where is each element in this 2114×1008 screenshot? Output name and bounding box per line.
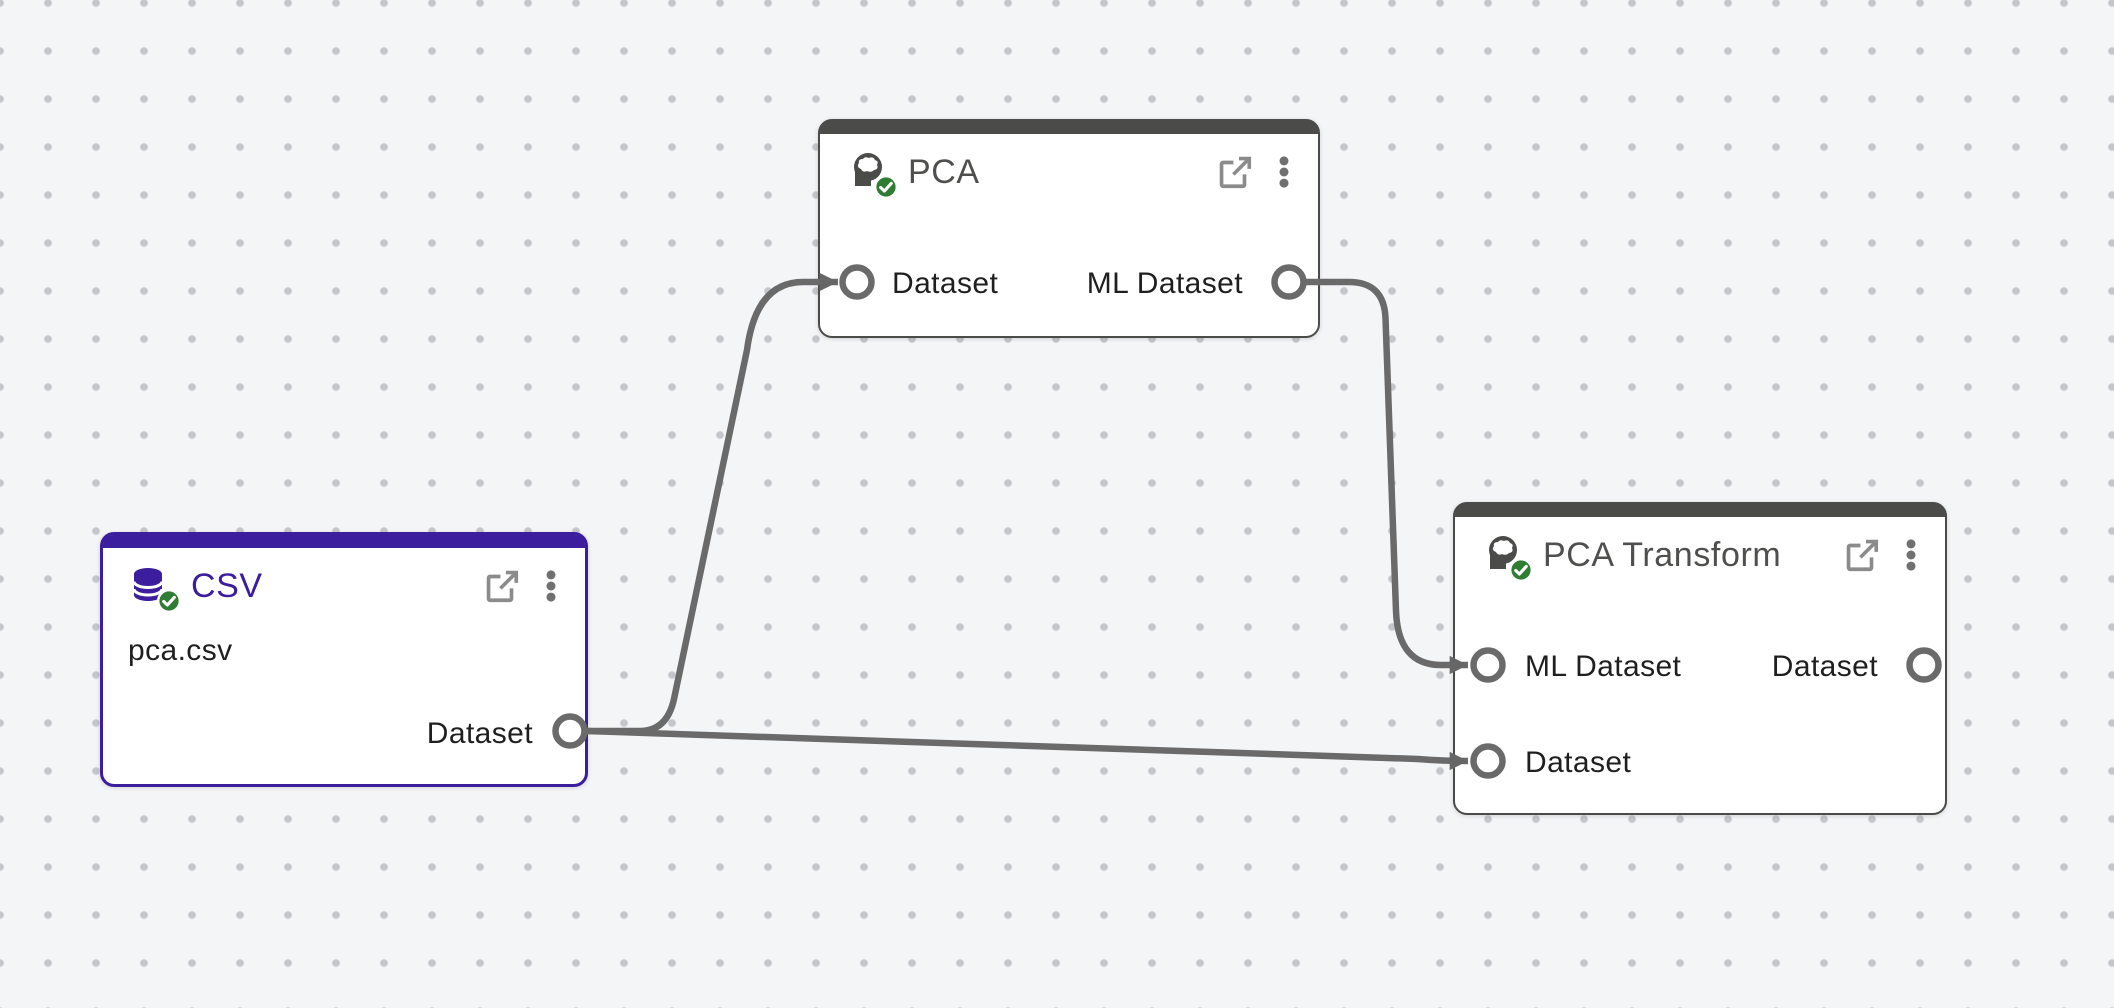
node-status-bar [820, 121, 1318, 134]
node-pca[interactable]: PCA Dataset ML Dataset [818, 119, 1320, 338]
node-title: PCA Transform [1543, 535, 1782, 574]
input-port-label: ML Dataset [1525, 650, 1682, 683]
status-success-icon [1509, 558, 1533, 582]
ml-model-icon [1479, 533, 1533, 582]
node-pca-transform[interactable]: PCA Transform ML Dataset Dataset Data [1453, 502, 1947, 815]
node-title: CSV [191, 566, 263, 605]
status-success-icon [874, 175, 898, 199]
edge-csv-dataset-to-pca-dataset[interactable] [586, 272, 838, 735]
more-options-icon[interactable] [1266, 154, 1302, 190]
input-port-label: Dataset [1525, 746, 1632, 779]
node-subtitle: pca.csv [128, 634, 233, 667]
open-details-icon[interactable] [1216, 153, 1254, 191]
open-details-icon[interactable] [1843, 536, 1881, 574]
node-status-bar [1455, 504, 1945, 517]
input-port-label: Dataset [892, 267, 999, 300]
database-icon [127, 564, 181, 613]
more-options-icon[interactable] [1893, 537, 1929, 573]
node-status-bar [103, 535, 585, 548]
node-csv[interactable]: CSV pca.csv Dataset [100, 532, 588, 787]
more-options-icon[interactable] [533, 568, 569, 604]
open-details-icon[interactable] [483, 567, 521, 605]
output-port-label: ML Dataset [1086, 267, 1243, 300]
edge-csv-dataset-to-pcatransform-dataset[interactable] [585, 727, 1469, 771]
edge-pca-mldataset-to-pcatransform-mldataset[interactable] [1304, 278, 1468, 675]
node-title: PCA [908, 152, 980, 191]
output-port-label: Dataset [426, 717, 533, 750]
ml-model-icon [844, 150, 898, 199]
status-success-icon [157, 589, 181, 613]
output-port-label: Dataset [1771, 650, 1878, 683]
